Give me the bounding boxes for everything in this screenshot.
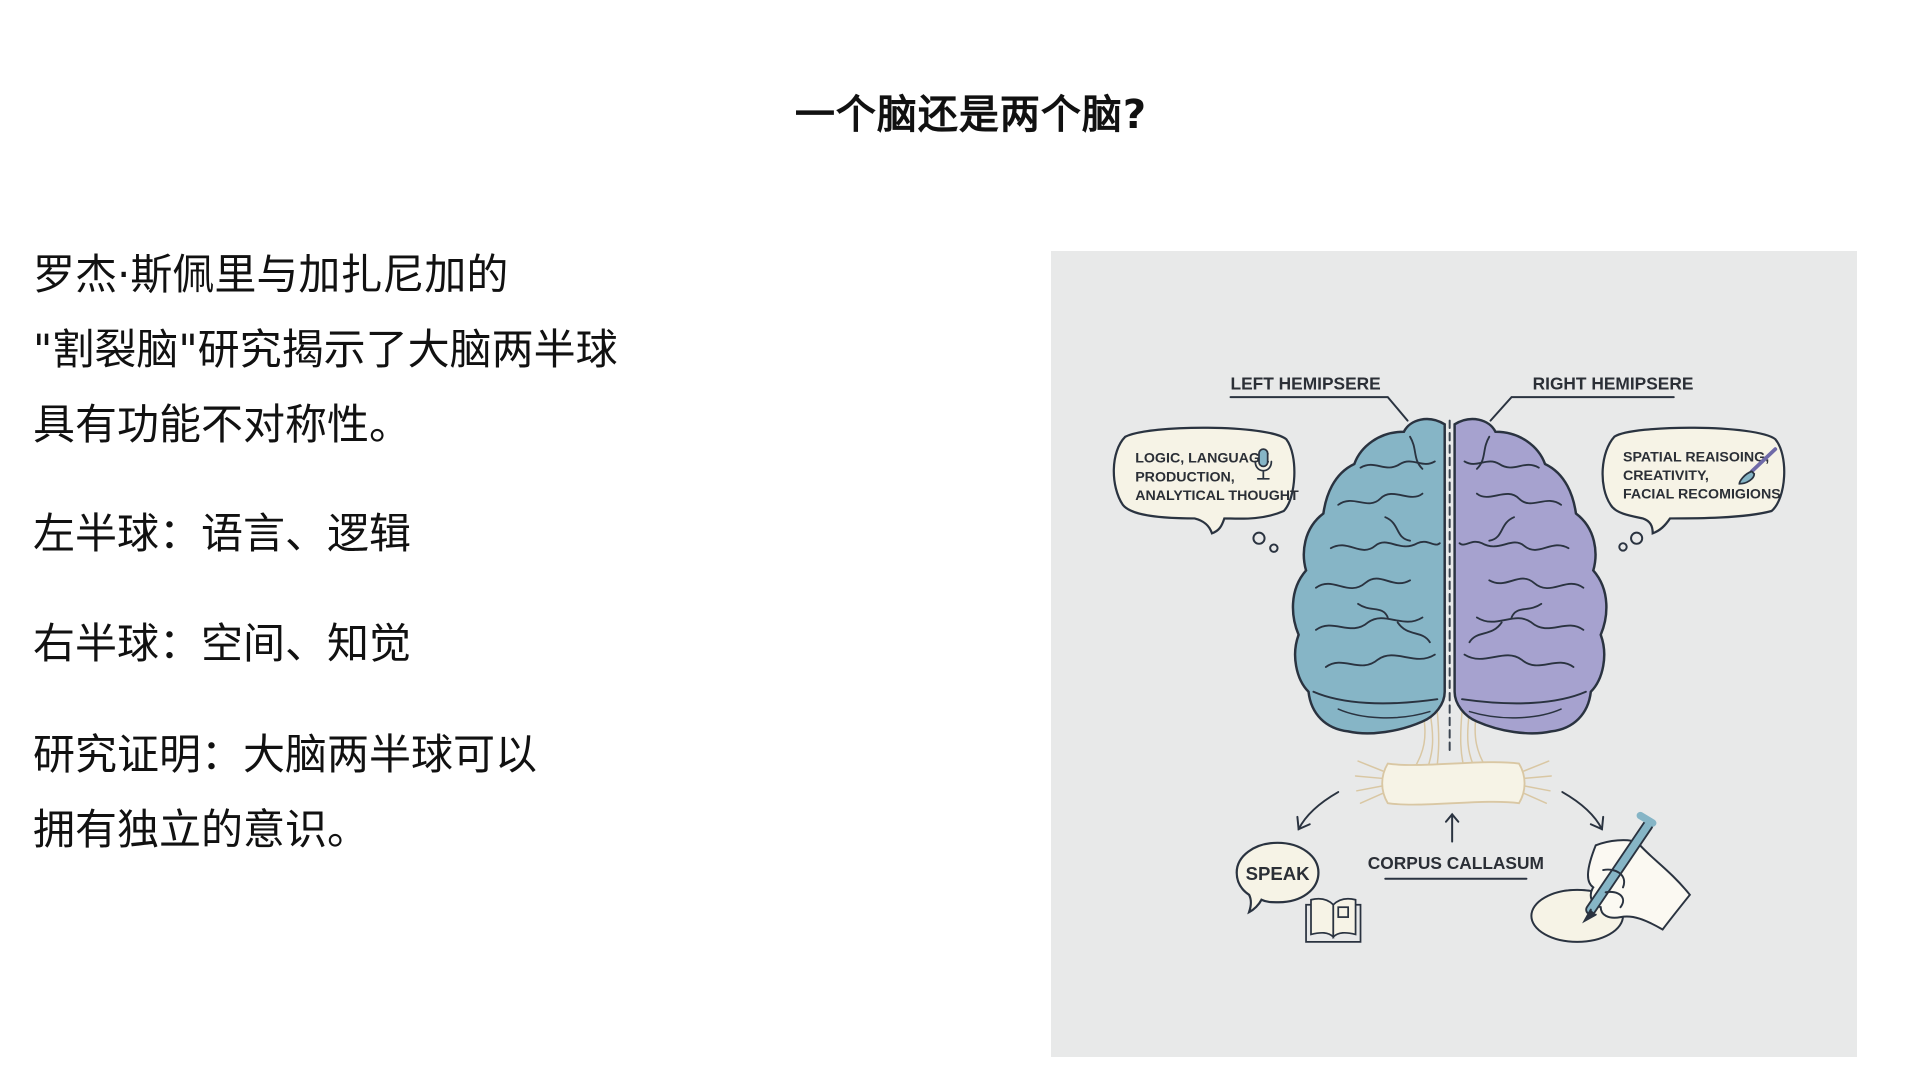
speak-label: SPEAK xyxy=(1246,863,1311,884)
intro-line: 罗杰·斯佩里与加扎尼加的 xyxy=(33,250,509,299)
thought-dot xyxy=(1630,531,1644,545)
hand-pencil-icon xyxy=(1530,811,1692,943)
conclusion-line: 拥有独立的意识。 xyxy=(33,805,370,854)
speak-bubble xyxy=(1235,841,1320,915)
left-hemisphere-text: 左半球：语言、逻辑 xyxy=(33,509,412,558)
left-thought-bubble xyxy=(1112,426,1296,535)
left-hemisphere xyxy=(1291,417,1446,735)
left-bubble-line: PRODUCTION, xyxy=(1135,469,1235,485)
right-bubble-line: SPATIAL REAISOING, xyxy=(1623,449,1769,465)
thought-dot xyxy=(1269,543,1279,553)
left-hemisphere-label: LEFT HEMIPSERE xyxy=(1231,374,1381,394)
page-title: 一个脑还是两个脑? xyxy=(794,92,1148,138)
right-gyri xyxy=(1458,435,1585,668)
book-icon xyxy=(1305,897,1362,943)
conclusion-paragraph: 研究证明：大脑两半球可以 拥有独立的意识。 xyxy=(33,717,537,867)
thought-dot xyxy=(1618,542,1628,552)
conclusion-line: 研究证明：大脑两半球可以 xyxy=(33,730,538,779)
right-bubble-line: FACIAL RECOMIGIONS xyxy=(1623,487,1781,503)
left-bubble-line: ANALYTICAL THOUGHT xyxy=(1135,488,1299,504)
right-hemisphere-label: RIGHT HEMIPSERE xyxy=(1533,374,1694,394)
right-hemisphere-text: 右半球：空间、知觉 xyxy=(33,619,412,668)
left-gyri xyxy=(1315,435,1441,668)
arrow-right xyxy=(1561,791,1605,831)
corpus-callosum-label: CORPUS CALLASUM xyxy=(1368,853,1544,873)
right-thought-bubble xyxy=(1601,426,1786,535)
right-hemisphere xyxy=(1453,417,1608,735)
intro-line: "割裂脑"研究揭示了大脑两半球 xyxy=(33,325,618,374)
intro-paragraph: 罗杰·斯佩里与加扎尼加的 "割裂脑"研究揭示了大脑两半球 具有功能不对称性。 xyxy=(33,237,618,462)
right-bubble-line: CREATIVITY, xyxy=(1623,468,1709,484)
right-label-leader xyxy=(1489,396,1675,422)
microphone-icon xyxy=(1254,448,1273,480)
corpus-callosum xyxy=(1381,761,1526,806)
left-bubble-line: LOGIC, LANGUAGE xyxy=(1135,451,1269,467)
brain-diagram: LEFT HEMIPSERE RIGHT HEMIPSERE xyxy=(1112,374,1786,943)
arrow-left xyxy=(1296,791,1340,831)
paintbrush-icon xyxy=(1738,447,1778,485)
left-label-leader xyxy=(1229,396,1409,422)
intro-line: 具有功能不对称性。 xyxy=(33,400,412,449)
brain-illustration: LEFT HEMIPSERE RIGHT HEMIPSERE xyxy=(1051,251,1857,1057)
arrow-up xyxy=(1444,812,1460,843)
thought-dot xyxy=(1252,531,1266,545)
